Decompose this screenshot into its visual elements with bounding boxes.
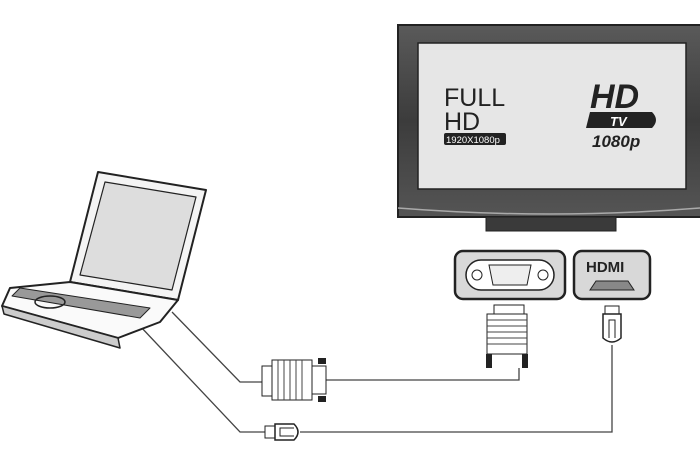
vga-plug-tv (486, 304, 528, 368)
logo-full-text: FULL (444, 84, 505, 112)
vga-port (453, 249, 567, 301)
hdmi-plug-tv (602, 305, 622, 343)
hdtv-logo: HD TV 1080p (586, 78, 656, 151)
hdmi-port: HDMI (572, 249, 652, 301)
laptop-vga-cable (171, 311, 262, 383)
hdtv-tv-text: TV (610, 114, 628, 129)
cables (139, 311, 613, 433)
hdtv-hd-text: HD (590, 78, 639, 116)
hdmi-port-label: HDMI (586, 259, 624, 276)
logo-resolution-text: 1920X1080p (446, 135, 500, 146)
laptop-screen (79, 181, 197, 291)
laptop-trackpad (34, 295, 66, 309)
full-hd-logo: FULL HD 1920X1080p (444, 84, 506, 146)
laptop (1, 171, 207, 349)
hdmi-cable (300, 345, 613, 433)
tv: FULL HD 1920X1080p HD TV 1080p (397, 24, 700, 232)
laptop-hdmi-cable (139, 325, 265, 433)
logo-hd-text: HD (444, 108, 480, 136)
vga-cable (326, 368, 520, 381)
tv-stand (485, 216, 617, 232)
hdtv-res-text: 1080p (592, 132, 640, 151)
hdmi-plug-laptop (264, 423, 299, 441)
vga-plug-laptop (261, 358, 327, 402)
